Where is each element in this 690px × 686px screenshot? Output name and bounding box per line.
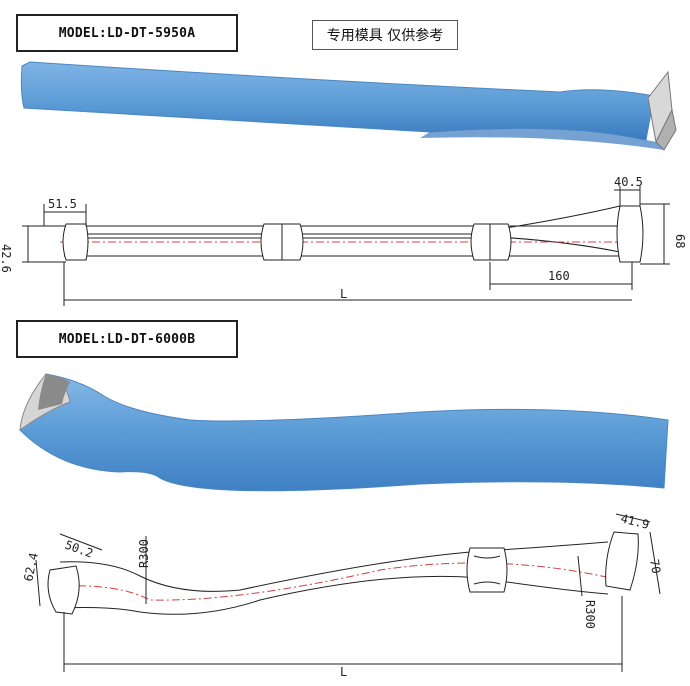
dim-tip-height-6000b: 70 [647,558,663,575]
dim-length-5950a: L [340,287,347,301]
dim-end-width-5950a: 51.5 [48,197,77,211]
part-3d-6000b [19,373,669,492]
dim-tip-width-6000b: 41.9 [619,511,650,532]
dim-end-height-5950a: 42.6 [0,244,13,273]
drawing-6000b [35,513,661,672]
dim-tip-width-5950a: 40.5 [614,175,643,189]
part-3d-5950a [20,61,677,151]
model-label-6000b: MODEL:LD-DT-6000B [16,320,238,358]
dim-flare-length-5950a: 160 [548,269,570,283]
reference-note: 专用模具 仅供参考 [312,20,458,50]
dim-length-6000b: L [340,665,347,679]
dim-tip-height-5950a: 68 [673,234,687,248]
dim-end-width-6000b: 50.2 [63,538,95,561]
drawing-5950a [22,186,670,306]
dim-radius-right-6000b: R300 [583,600,597,629]
model-label-5950a: MODEL:LD-DT-5950A [16,14,238,52]
dim-end-height-6000b: 62.4 [21,551,41,582]
dim-radius-left-6000b: R300 [137,539,151,568]
